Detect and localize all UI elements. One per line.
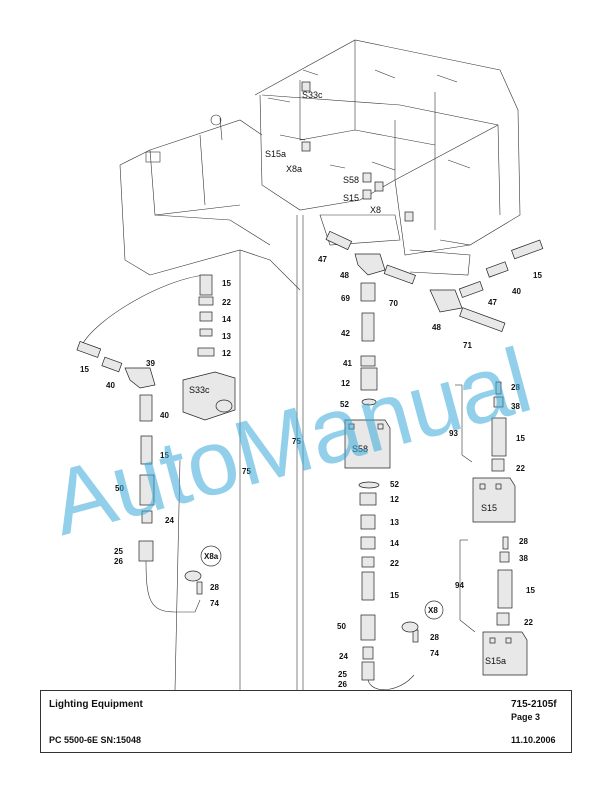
callout-28: 28 (511, 383, 520, 392)
callout-14: 14 (390, 539, 399, 548)
callout-12: 12 (390, 495, 399, 504)
callout-38: 38 (511, 402, 520, 411)
label-x8: X8 (428, 606, 438, 615)
callout-15: 15 (80, 365, 89, 374)
callout-13: 13 (390, 518, 399, 527)
callout-50: 50 (337, 622, 346, 631)
callout-71: 71 (463, 341, 472, 350)
title-block: Lighting Equipment 715-2105f Page 3 PC 5… (40, 690, 572, 753)
callout-69: 69 (341, 294, 350, 303)
callout-93: 93 (449, 429, 458, 438)
callout-42: 42 (341, 329, 350, 338)
callout-40: 40 (160, 411, 169, 420)
right-assembly (455, 381, 528, 676)
callout-14: 14 (222, 315, 231, 324)
callout-25: 25 (114, 547, 123, 556)
callout-12: 12 (341, 379, 350, 388)
callout-74: 74 (210, 599, 219, 608)
right-callouts: 28 38 93 15 22 28 38 94 15 22 (449, 383, 535, 627)
label-s15: S15 (481, 503, 497, 513)
left-assembly (76, 274, 236, 613)
doc-number: 715-2105f (511, 699, 557, 710)
callout-15: 15 (160, 451, 169, 460)
callout-15: 15 (526, 586, 535, 595)
callout-40: 40 (512, 287, 521, 296)
callout-26: 26 (338, 680, 347, 689)
callout-52: 52 (340, 400, 349, 409)
callout-74: 74 (430, 649, 439, 658)
callout-28: 28 (430, 633, 439, 642)
callout-40: 40 (106, 381, 115, 390)
callout-25: 25 (338, 670, 347, 679)
callout-24: 24 (165, 516, 174, 525)
callout-75: 75 (292, 437, 301, 446)
parts-drawing: S33c S15a X8a S58 S15 X8 S33c X8a 15 (41, 39, 544, 690)
callout-41: 41 (343, 359, 352, 368)
callout-15: 15 (390, 591, 399, 600)
roof-switches (301, 81, 414, 222)
drawing-title: Lighting Equipment (49, 699, 143, 710)
center-callouts: 47 48 69 70 42 41 12 52 47 40 15 48 71 5… (318, 255, 542, 689)
callout-26: 26 (114, 557, 123, 566)
label-s15a-top: S15a (265, 149, 286, 159)
callout-70: 70 (389, 299, 398, 308)
callout-22: 22 (390, 559, 399, 568)
left-callouts: 15 22 14 13 12 39 15 40 40 15 50 24 25 2… (80, 279, 301, 608)
callout-22: 22 (516, 464, 525, 473)
label-s33c-top: S33c (302, 90, 323, 100)
label-s15a: S15a (485, 656, 506, 666)
callout-48: 48 (432, 323, 441, 332)
center-assembly (325, 230, 544, 690)
callout-15: 15 (516, 434, 525, 443)
callout-52: 52 (390, 480, 399, 489)
label-s33c: S33c (189, 385, 210, 395)
callout-47: 47 (318, 255, 327, 264)
callout-13: 13 (222, 332, 231, 341)
callout-15: 15 (533, 271, 542, 280)
callout-28: 28 (519, 537, 528, 546)
machine-cab-outline (119, 39, 521, 690)
page-number: Page 3 (511, 712, 541, 722)
label-s15-top: S15 (343, 193, 359, 203)
callout-47: 47 (488, 298, 497, 307)
callout-22: 22 (524, 618, 533, 627)
label-x8-top: X8 (370, 205, 381, 215)
callout-50: 50 (115, 484, 124, 493)
callout-48: 48 (340, 271, 349, 280)
callout-39: 39 (146, 359, 155, 368)
label-s58: S58 (352, 444, 368, 454)
callout-15: 15 (222, 279, 231, 288)
callout-24: 24 (339, 652, 348, 661)
label-x8a: X8a (204, 552, 219, 561)
callout-28: 28 (210, 583, 219, 592)
callout-75: 75 (242, 467, 251, 476)
machine-serial: PC 5500-6E SN:15048 (49, 735, 142, 745)
callout-12: 12 (222, 349, 231, 358)
callout-22: 22 (222, 298, 231, 307)
label-x8a-top: X8a (286, 164, 302, 174)
callout-38: 38 (519, 554, 528, 563)
callout-94: 94 (455, 581, 464, 590)
label-s58-top: S58 (343, 175, 359, 185)
document-date: 11.10.2006 (511, 735, 556, 745)
